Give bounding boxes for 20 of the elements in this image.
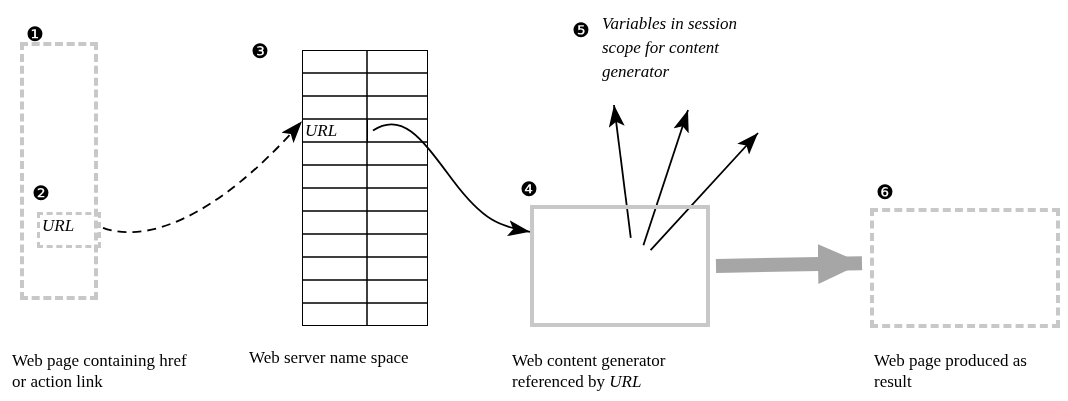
arrow bbox=[102, 120, 303, 234]
url-text: URL bbox=[305, 120, 338, 141]
node-caption: Web server name space bbox=[249, 347, 410, 368]
url-text: URL bbox=[42, 215, 75, 236]
node-caption: Web page produced as result bbox=[874, 350, 1028, 392]
callout-number: ❺ bbox=[572, 20, 590, 40]
arrow bbox=[649, 132, 759, 252]
arrow bbox=[372, 123, 531, 236]
note-text: Variables in session scope for content generator bbox=[602, 13, 739, 83]
node-caption: Web content generator referenced by URL bbox=[512, 350, 667, 392]
callout-number: ❹ bbox=[520, 179, 538, 199]
callout-number: ❶ bbox=[26, 24, 44, 44]
callout-number: ❸ bbox=[251, 41, 269, 61]
callout-number: ❻ bbox=[876, 182, 894, 202]
node-caption: Web page containing href or action link bbox=[12, 350, 187, 392]
arrow bbox=[608, 104, 632, 239]
url-table-cell bbox=[303, 120, 368, 143]
arrow bbox=[715, 244, 863, 285]
callout-number: ❷ bbox=[32, 183, 50, 203]
arrow bbox=[642, 109, 689, 247]
